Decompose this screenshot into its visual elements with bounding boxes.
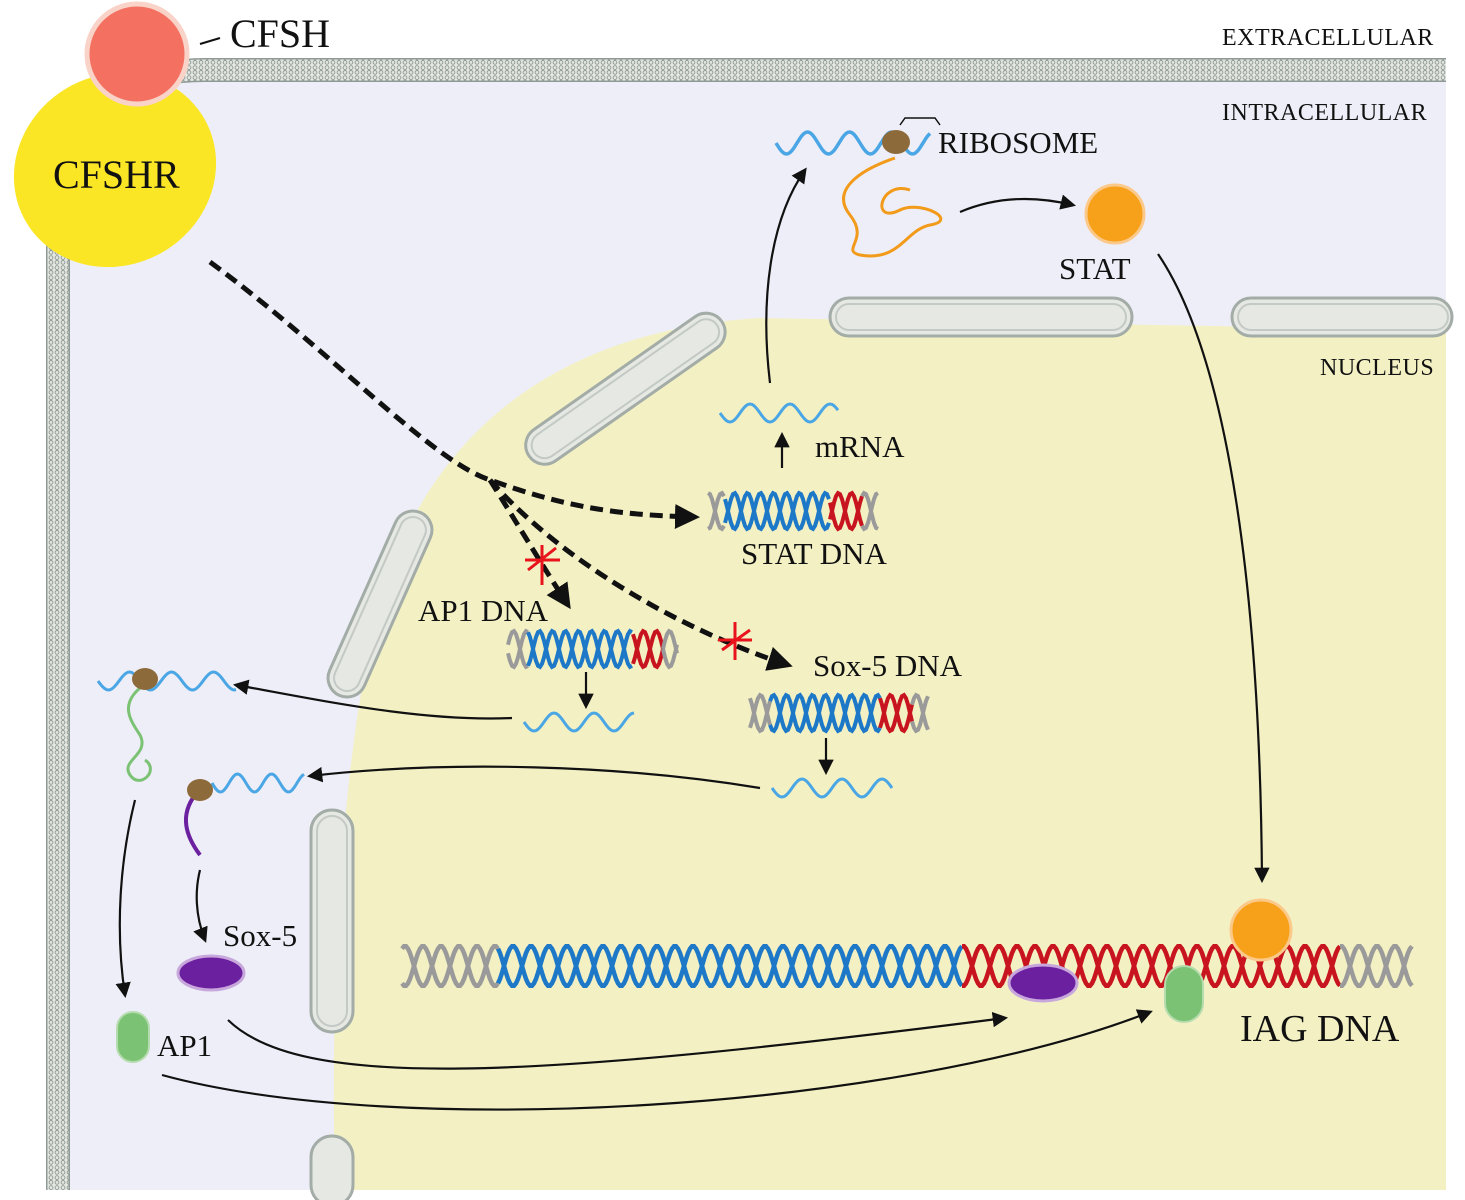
signal-to-stat bbox=[208, 259, 700, 530]
proteins bbox=[13, 1, 1293, 1063]
sox5-protein-bound bbox=[1007, 963, 1079, 1003]
nuclear-envelope bbox=[309, 296, 1454, 1200]
sox5-polypeptide bbox=[183, 793, 202, 857]
envelope-segment bbox=[309, 808, 355, 1034]
envelope-segment bbox=[1230, 296, 1454, 338]
ap1-protein bbox=[116, 1011, 150, 1063]
envelope-segment bbox=[524, 311, 727, 466]
iag-dna-label: IAG DNA bbox=[1240, 1008, 1400, 1050]
dna-layer bbox=[400, 490, 1414, 988]
mrna-label: mRNA bbox=[815, 429, 905, 464]
stat-to-iag-arrow bbox=[1157, 253, 1270, 884]
ap1-protein-bound bbox=[1164, 965, 1204, 1023]
stat-dna-label: STAT DNA bbox=[741, 536, 888, 571]
ribosome-label: RIBOSOME bbox=[938, 125, 1098, 160]
sox5-translation-arrow bbox=[193, 869, 208, 943]
pathway-arrows bbox=[115, 167, 1270, 1111]
stat-protein bbox=[1084, 183, 1146, 245]
intracellular-label: INTRACELLULAR bbox=[1222, 100, 1427, 126]
ribosome-icon bbox=[132, 130, 910, 801]
sox5-to-iag-arrow bbox=[227, 1011, 1009, 1070]
nucleus-label: NUCLEUS bbox=[1320, 355, 1434, 381]
ap1-dna-helix bbox=[506, 628, 679, 670]
cfshr-label: CFSHR bbox=[53, 152, 180, 197]
cytoplasm-sox5-mrna bbox=[210, 772, 305, 794]
sox5-dna-helix bbox=[748, 692, 930, 734]
envelope-segment bbox=[828, 296, 1134, 338]
sox5-mrna-export-arrow bbox=[306, 765, 761, 790]
cfsh-ligand bbox=[84, 1, 190, 107]
stat-label: STAT bbox=[1059, 251, 1131, 286]
stat-polypeptide bbox=[842, 156, 943, 258]
sox5-protein bbox=[176, 954, 246, 992]
stat-mrna bbox=[718, 402, 840, 424]
signaling-arrows bbox=[208, 259, 793, 671]
cfsh-pointer bbox=[199, 37, 221, 45]
cell bbox=[46, 58, 1446, 1190]
ribosome-pointer bbox=[899, 117, 941, 126]
stat-translation-arrow bbox=[959, 194, 1076, 214]
labels: CFSH CFSHR EXTRACELLULAR INTRACELLULAR N… bbox=[53, 11, 1434, 1063]
cytoplasm-ap1-mrna bbox=[96, 670, 237, 692]
signal-to-sox5 bbox=[488, 478, 793, 671]
ap1-to-iag-arrow bbox=[161, 1009, 1153, 1111]
ap1-label: AP1 bbox=[157, 1028, 212, 1063]
cfsh-label: CFSH bbox=[230, 11, 330, 56]
sox5-mrna bbox=[770, 777, 894, 799]
extracellular-label: EXTRACELLULAR bbox=[1222, 25, 1434, 51]
envelope-segment bbox=[326, 509, 434, 699]
signal-to-ap1 bbox=[487, 478, 571, 610]
stat-dna-helix bbox=[707, 490, 879, 532]
inhibition-icon bbox=[525, 545, 752, 660]
envelope-segment bbox=[309, 1134, 355, 1200]
ap1-dna-label: AP1 DNA bbox=[418, 593, 549, 628]
ap1-translation-arrow bbox=[115, 799, 137, 999]
ap1-polypeptide bbox=[126, 686, 152, 782]
ap1-mrna bbox=[522, 711, 635, 733]
mrna-export-arrow bbox=[765, 167, 807, 384]
sox5-dna-label: Sox-5 DNA bbox=[813, 648, 963, 683]
sox5-label: Sox-5 bbox=[223, 918, 297, 953]
ap1-mrna-export-arrow bbox=[232, 679, 513, 720]
stat-protein-bound bbox=[1229, 898, 1293, 962]
cfshr-receptor bbox=[13, 72, 217, 268]
